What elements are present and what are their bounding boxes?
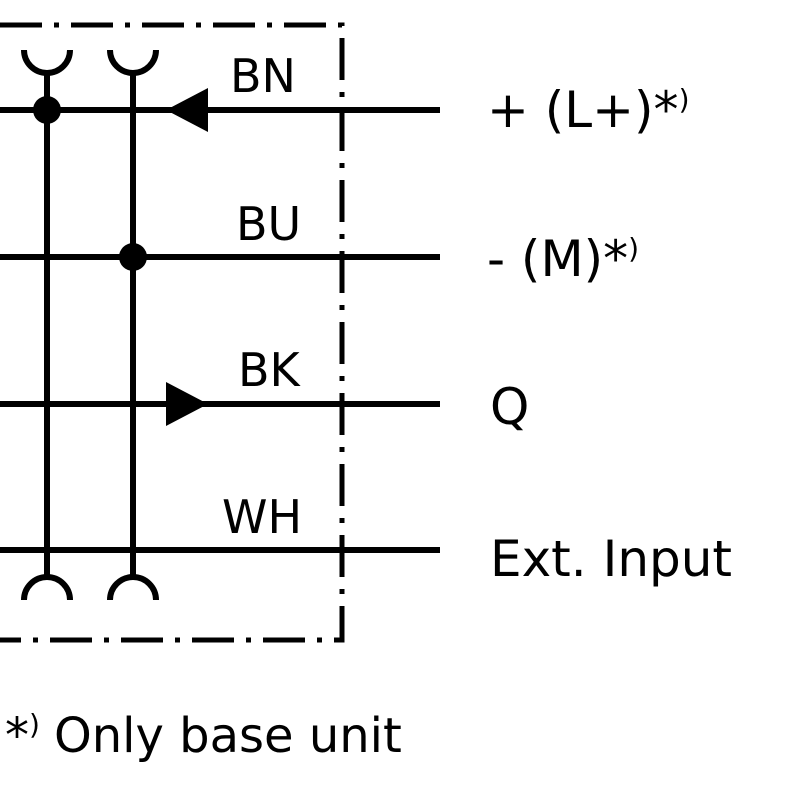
connector-top-left: [21, 49, 73, 76]
wire-code-bk: BK: [238, 343, 302, 397]
arrow-right-icon: [166, 382, 208, 426]
wire-code-wh: WH: [222, 490, 302, 544]
junction-dot-bn: [33, 96, 61, 124]
housing-boundary: [0, 22, 345, 643]
wire-code-bu: BU: [236, 197, 301, 251]
terminal-label-bu: - (M)*): [487, 230, 639, 288]
connector-top-right: [107, 49, 159, 76]
terminal-label-bn: + (L+)*): [487, 81, 690, 139]
footnote: *)Only base unit: [5, 708, 402, 764]
terminal-label-wh: Ext. Input: [490, 530, 732, 588]
arrow-left-icon: [166, 88, 208, 132]
wire-code-bn: BN: [230, 49, 296, 103]
terminal-label-bk: Q: [490, 378, 529, 436]
connector-bottom-left: [21, 574, 73, 601]
junction-dot-bu: [119, 243, 147, 271]
connector-bottom-right: [107, 574, 159, 601]
